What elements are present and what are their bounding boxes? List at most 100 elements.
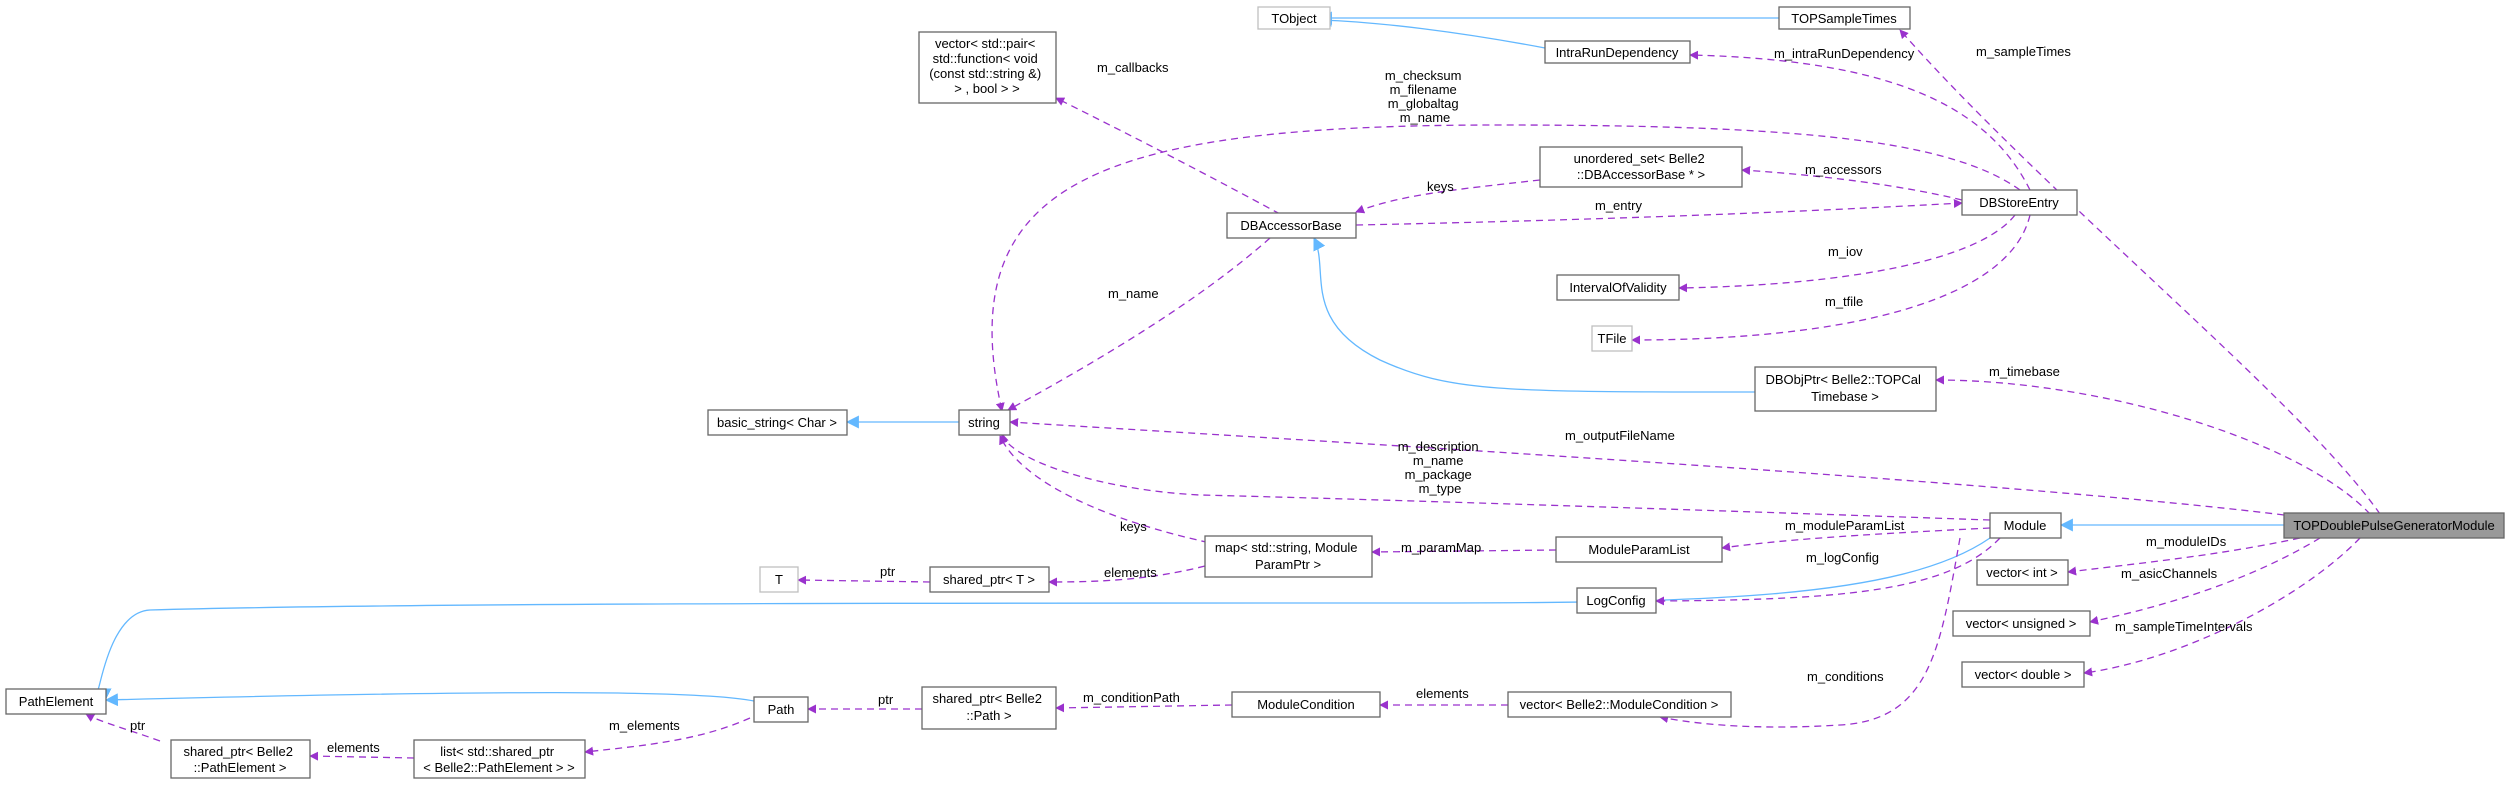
node-dbaccessorbase[interactable]: DBAccessorBase <box>1226 212 1357 239</box>
node-string[interactable]: string <box>958 409 1011 436</box>
edge-use-module-string <box>1000 433 1991 521</box>
label-m-tfile: m_tfile <box>1825 294 1863 309</box>
edge-use-listpathelement-sharedptrpathelement <box>309 751 415 761</box>
svg-text:Path: Path <box>768 702 795 717</box>
node-vector-pair[interactable]: vector< std::pair< std::function< void (… <box>918 31 1057 104</box>
edge-use-module-logconfig <box>1655 537 2001 606</box>
node-dbstoreentry[interactable]: DBStoreEntry <box>1961 189 2078 216</box>
label-ptr-t: ptr <box>880 564 896 579</box>
label-keys-set: keys <box>1427 179 1454 194</box>
edge-use-topdoublepulse-dbobjptr <box>1935 375 2371 515</box>
svg-text:list< std::shared_ptr: list< std::shared_ptr < Belle2::PathElem… <box>423 744 574 775</box>
edge-use-topdoublepulse-vectorint <box>2067 537 2301 576</box>
svg-text:vector< std::pair< std: vector< std::pair< std::function< void (… <box>929 36 1045 96</box>
node-module[interactable]: Module <box>1989 512 2062 539</box>
svg-text:DBObjPtr< Belle2::TOPCal: DBObjPtr< Belle2::TOPCal Timebase > <box>1765 372 1924 404</box>
node-dbobjptr[interactable]: DBObjPtr< Belle2::TOPCal Timebase > <box>1754 366 1937 412</box>
node-vector-modulecondition[interactable]: vector< Belle2::ModuleCondition > <box>1507 691 1732 718</box>
label-elements-map: elements <box>1104 565 1157 580</box>
node-vector-int[interactable]: vector< int > <box>1976 559 2069 586</box>
node-topdoublepulse[interactable]: TOPDoublePulseGeneratorModule <box>2283 512 2505 539</box>
node-moduleparamlist[interactable]: ModuleParamList <box>1555 536 1723 563</box>
node-pathelement[interactable]: PathElement <box>5 688 107 715</box>
label-m-sampletimeintervals: m_sampleTimeIntervals <box>2115 619 2253 634</box>
label-ptr-path: ptr <box>878 692 894 707</box>
label-m-moduleids: m_moduleIDs <box>2146 534 2227 549</box>
label-m-callbacks: m_callbacks <box>1097 60 1169 75</box>
svg-text:vector< unsigned >: vector< unsigned > <box>1966 616 2077 631</box>
svg-text:TOPSampleTimes: TOPSampleTimes <box>1791 11 1897 26</box>
label-m-timebase: m_timebase <box>1989 364 2060 379</box>
node-intervalofvalidity[interactable]: IntervalOfValidity <box>1556 274 1680 301</box>
label-m-name-dbaccessor: m_name <box>1108 286 1159 301</box>
label-m-logconfig: m_logConfig <box>1806 550 1879 565</box>
node-shared-ptr-path[interactable]: shared_ptr< Belle2 ::Path > <box>921 686 1057 730</box>
svg-text:T: T <box>775 572 783 587</box>
svg-text:vector< int >: vector< int > <box>1986 565 2058 580</box>
nodes: TObject TOPSampleTimes IntraRunDependenc… <box>5 6 2505 779</box>
svg-text:shared_ptr< Belle2 ::P: shared_ptr< Belle2 ::PathElement > <box>183 744 296 775</box>
node-shared-ptr-t[interactable]: shared_ptr< T > <box>929 566 1050 593</box>
edge-use-modulecondition-sharedptrpath <box>1055 703 1233 713</box>
svg-text:DBStoreEntry: DBStoreEntry <box>1979 195 2059 210</box>
node-path[interactable]: Path <box>753 696 809 723</box>
edge-use-intrarun-dbstoreentry <box>1689 50 2031 191</box>
edge-use-sharedptrt-t <box>797 575 931 585</box>
node-unordered-set[interactable]: unordered_set< Belle2 ::DBAccessorBase *… <box>1539 146 1743 188</box>
svg-text:TObject: TObject <box>1271 11 1317 26</box>
node-tfile[interactable]: TFile <box>1591 325 1633 352</box>
node-map[interactable]: map< std::string, Module ParamPtr > <box>1204 535 1373 578</box>
label-m-parammap: m_paramMap <box>1401 540 1481 555</box>
edge-use-module-vectorcondition <box>1659 537 1961 728</box>
label-m-outputfilename: m_outputFileName <box>1565 428 1675 443</box>
edge-use-vectorpair-dbaccessorbase <box>1055 97 1281 215</box>
label-module-string: m_description m_name m_package m_type <box>1398 439 1483 496</box>
node-shared-ptr-pathelement[interactable]: shared_ptr< Belle2 ::PathElement > <box>170 739 311 779</box>
edge-use-path-listpathelement <box>584 717 751 756</box>
label-elements-list: elements <box>327 740 380 755</box>
edge-labels: m_sampleTimes m_intraRunDependency m_cal… <box>130 44 2253 755</box>
svg-text:basic_string< Char >: basic_string< Char > <box>717 415 837 430</box>
edge-inherit-intrarun-tobject <box>1318 13 1546 49</box>
label-m-asicchannels: m_asicChannels <box>2121 566 2218 581</box>
label-m-conditionpath: m_conditionPath <box>1083 690 1180 705</box>
edge-inherit-dbobjptr-dbaccessorbase <box>1313 237 1756 393</box>
node-logconfig[interactable]: LogConfig <box>1576 587 1657 614</box>
node-basic-string[interactable]: basic_string< Char > <box>707 409 848 436</box>
svg-text:DBAccessorBase: DBAccessorBase <box>1240 218 1341 233</box>
node-list-pathelement[interactable]: list< std::shared_ptr < Belle2::PathElem… <box>413 739 586 779</box>
svg-text:map< std::string, Module: map< std::string, Module ParamPtr > <box>1215 540 1361 572</box>
edge-use-dbstoreentry-tfile <box>1631 214 2031 345</box>
node-intrarundependency[interactable]: IntraRunDependency <box>1544 40 1691 64</box>
svg-text:ModuleParamList: ModuleParamList <box>1588 542 1690 557</box>
svg-text:PathElement: PathElement <box>19 694 94 709</box>
svg-text:LogConfig: LogConfig <box>1586 593 1645 608</box>
node-vector-unsigned[interactable]: vector< unsigned > <box>1952 610 2091 637</box>
label-dbstore-string: m_checksum m_filename m_globaltag m_name <box>1385 68 1465 125</box>
label-ptr-pathelement: ptr <box>130 718 146 733</box>
label-m-moduleparamlist: m_moduleParamList <box>1785 518 1905 533</box>
label-m-conditions: m_conditions <box>1807 669 1884 684</box>
node-vector-double[interactable]: vector< double > <box>1961 661 2085 688</box>
edge-use-sharedptrpathelement-pathelement <box>85 713 161 742</box>
svg-text:string: string <box>968 415 1000 430</box>
edge-inherit-module-pathelement <box>97 537 1991 700</box>
edges <box>85 11 2381 761</box>
node-t[interactable]: T <box>759 566 799 593</box>
node-tobject[interactable]: TObject <box>1257 6 1331 30</box>
node-topsampletimes[interactable]: TOPSampleTimes <box>1778 6 1911 30</box>
edge-use-dbaccessorbase-dbstoreentry <box>1355 198 1963 226</box>
edge-use-map-string <box>999 435 1221 546</box>
edge-inherit-path-pathelement <box>104 691 755 707</box>
svg-text:vector< double >: vector< double > <box>1975 667 2072 682</box>
svg-text:IntervalOfValidity: IntervalOfValidity <box>1569 280 1667 295</box>
edge-use-topdoublepulse-string <box>1009 418 2285 516</box>
label-m-elements: m_elements <box>609 718 680 733</box>
svg-text:ModuleCondition: ModuleCondition <box>1257 697 1355 712</box>
node-modulecondition[interactable]: ModuleCondition <box>1231 691 1381 718</box>
svg-text:shared_ptr< Belle2 ::P: shared_ptr< Belle2 ::Path > <box>932 691 1045 723</box>
label-elements-condition: elements <box>1416 686 1469 701</box>
edge-use-unorderedset-dbaccessorbase <box>1355 179 1541 214</box>
edge-use-module-moduleparamlist <box>1721 527 1991 552</box>
